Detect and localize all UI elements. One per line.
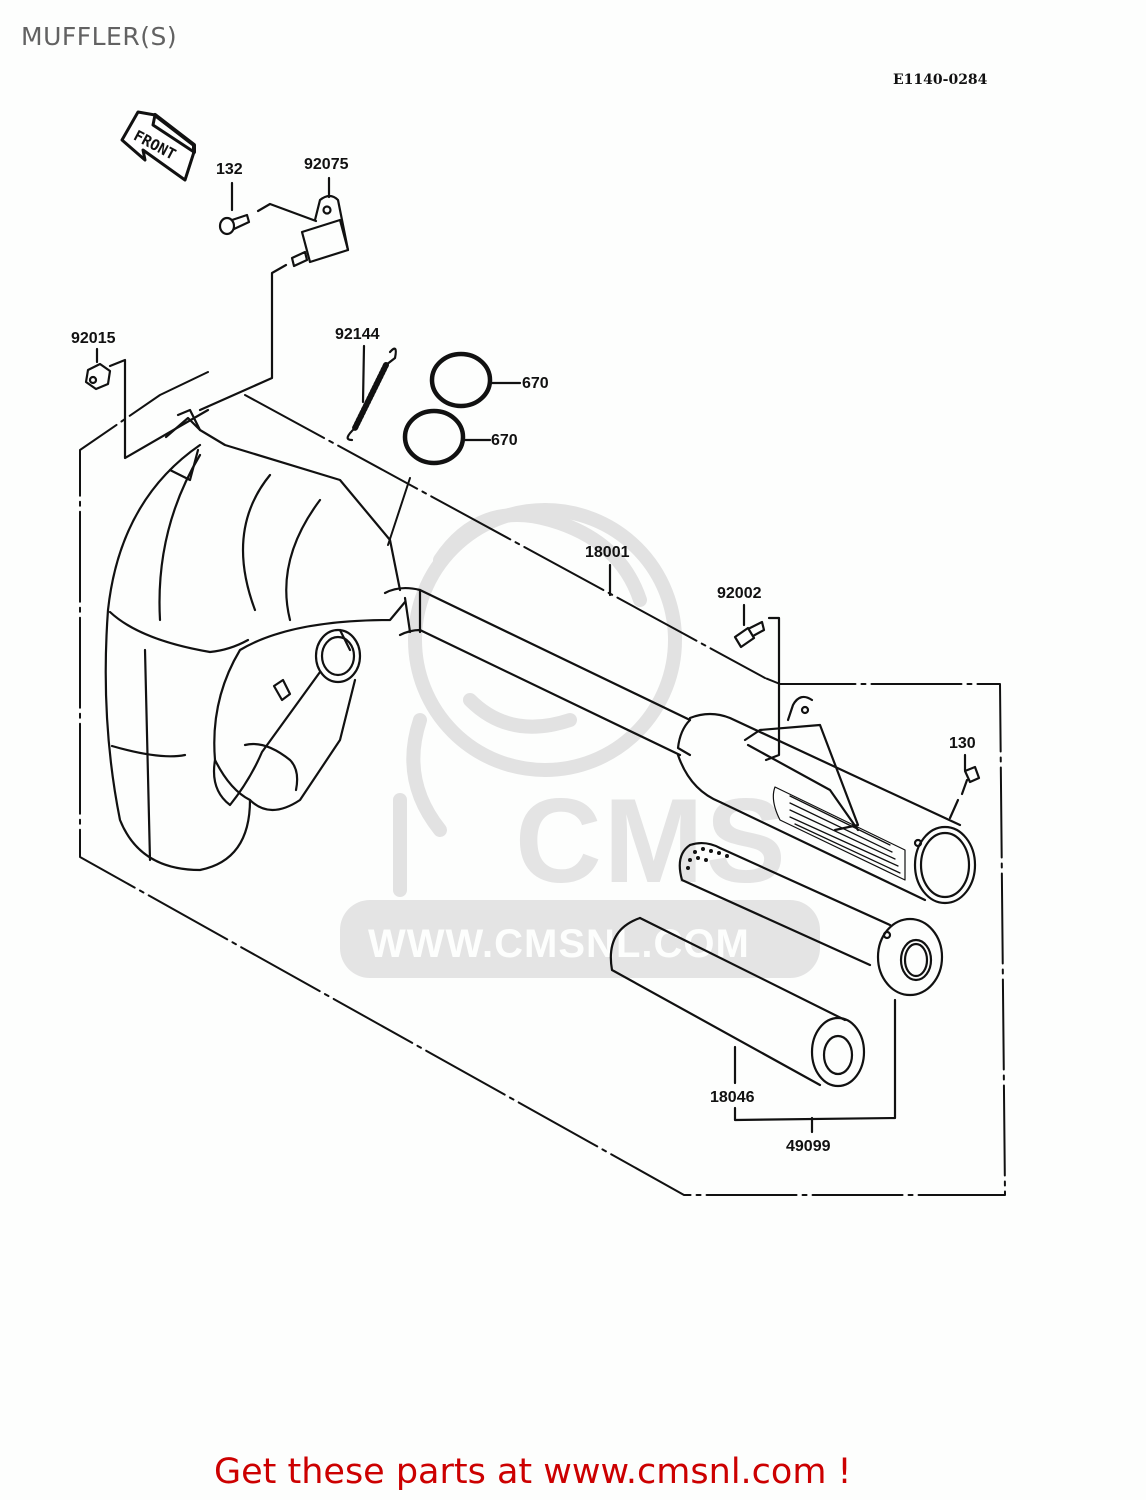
assembly-frame — [79, 371, 1006, 1196]
o-ring-lower-icon — [402, 408, 492, 466]
part-label-92144[interactable]: 92144 — [335, 326, 380, 343]
bolt-132-icon — [218, 181, 318, 236]
part-label-18001[interactable]: 18001 — [585, 544, 630, 561]
page-title: MUFFLER(S) — [21, 22, 178, 51]
part-label-49099[interactable]: 49099 — [786, 1138, 831, 1155]
packing-tube-18046-icon — [609, 916, 897, 1134]
part-label-18046[interactable]: 18046 — [710, 1089, 755, 1106]
part-label-92075[interactable]: 92075 — [304, 156, 349, 173]
part-label-130[interactable]: 130 — [949, 735, 976, 752]
watermark-cms-text: CMS — [515, 774, 788, 908]
part-label-92002[interactable]: 92002 — [717, 585, 762, 602]
bracket-damper-92075-icon — [198, 176, 350, 412]
part-label-132[interactable]: 132 — [216, 161, 243, 178]
nut-92015-icon — [84, 347, 210, 460]
shop-link-call-to-action[interactable]: Get these parts at www.cmsnl.com ! — [214, 1452, 852, 1492]
part-label-670-lower[interactable]: 670 — [491, 432, 518, 449]
front-arrow-icon — [120, 110, 196, 182]
expansion-chamber-18001-body — [104, 408, 977, 905]
bolt-92002-icon — [733, 603, 781, 762]
spring-92144-icon — [346, 344, 397, 442]
watermark-url-text: WWW.CMSNL.COM — [368, 922, 750, 966]
perforated-tube-icon — [678, 841, 944, 997]
part-label-670-upper[interactable]: 670 — [522, 375, 549, 392]
bolt-130-icon — [948, 753, 981, 820]
o-ring-upper-icon — [429, 351, 522, 409]
diagram-reference-code: E1140-0284 — [893, 72, 988, 88]
part-label-92015[interactable]: 92015 — [71, 330, 116, 347]
